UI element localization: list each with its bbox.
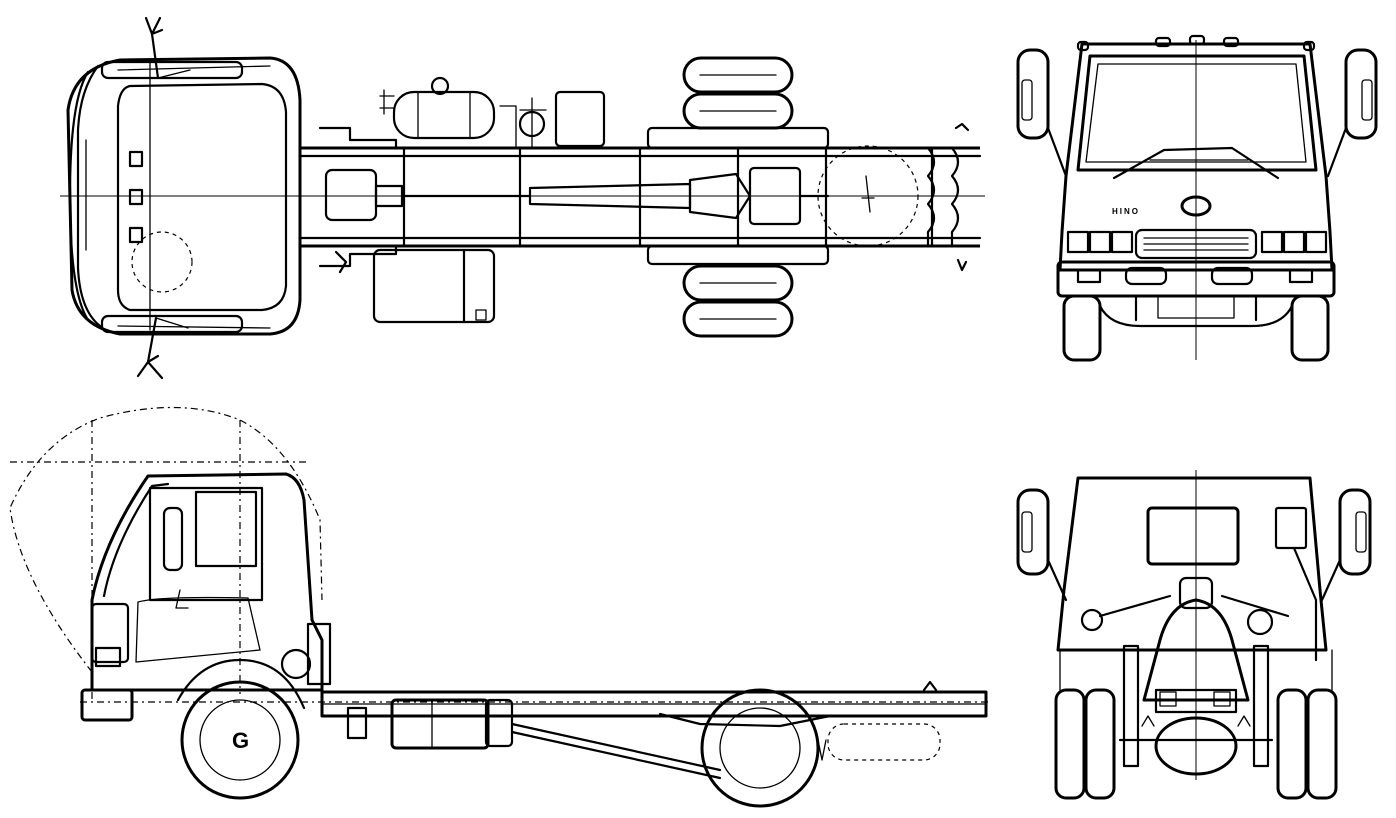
rear-wheel-left-outer xyxy=(1054,688,1086,800)
side-rear-spring xyxy=(658,712,832,728)
side-door-handle xyxy=(175,589,189,609)
rear-wheel-right-inner xyxy=(1276,688,1308,800)
top-fuel-tank xyxy=(372,248,496,324)
side-rear-wheel xyxy=(700,688,820,808)
side-a-pillar xyxy=(102,482,170,598)
side-mirror xyxy=(162,506,184,572)
rear-cab-back xyxy=(1056,476,1328,652)
front-cab-body xyxy=(1058,42,1334,272)
rear-frame-left xyxy=(1122,644,1140,768)
front-logo xyxy=(1180,195,1212,217)
rear-frame-right xyxy=(1252,644,1270,768)
top-spare-tire xyxy=(817,145,919,247)
front-badge-text: HINO xyxy=(1112,207,1140,216)
side-rear-fitting xyxy=(922,680,938,692)
top-rear-wheels-upper xyxy=(646,56,830,150)
front-grille xyxy=(1134,228,1258,260)
front-axle xyxy=(1098,304,1294,328)
top-front-fitting xyxy=(334,250,348,274)
top-mirror-lower xyxy=(136,316,189,380)
front-headlamps-left xyxy=(1066,230,1134,254)
front-wipers xyxy=(1112,146,1280,180)
top-cab xyxy=(66,56,302,336)
side-cab xyxy=(90,472,324,692)
rear-wheel-right-outer xyxy=(1306,688,1338,800)
top-drivetrain xyxy=(324,166,830,226)
side-front-wheel xyxy=(180,680,300,800)
top-view xyxy=(60,16,985,380)
front-headlamps-right xyxy=(1260,230,1328,254)
side-fuel-tank xyxy=(390,698,490,750)
rear-cab-window xyxy=(1146,506,1240,566)
side-tilt-envelope xyxy=(9,406,323,673)
side-battery xyxy=(346,706,368,740)
side-frame-rail xyxy=(320,690,988,718)
side-bumper xyxy=(80,688,134,722)
front-wheel-right xyxy=(1290,294,1330,362)
side-view: G xyxy=(9,406,990,808)
side-door-window xyxy=(194,490,258,568)
front-windshield xyxy=(1076,54,1318,172)
top-air-equipment xyxy=(379,76,606,149)
top-rear-wheels-lower xyxy=(646,244,830,338)
side-front-arch xyxy=(176,658,306,710)
top-mirror-upper xyxy=(144,16,191,80)
side-air-intake xyxy=(280,648,312,680)
front-view: HINO xyxy=(1016,34,1378,362)
front-roof-lights xyxy=(1076,34,1316,52)
rear-mirror-right xyxy=(1320,488,1372,602)
side-spare-tire xyxy=(827,723,941,761)
rear-view xyxy=(1016,470,1372,800)
top-spare-tire-mark xyxy=(861,175,875,213)
rear-differential xyxy=(1154,716,1238,776)
side-door xyxy=(148,486,264,602)
side-g-marker: G xyxy=(232,728,249,753)
front-mirror-left xyxy=(1016,48,1068,178)
side-driveshaft xyxy=(510,722,722,780)
rear-wheel-left-inner xyxy=(1084,688,1116,800)
front-mirror-right xyxy=(1326,48,1378,178)
rear-transmission xyxy=(1142,598,1250,702)
rear-mirror-left xyxy=(1016,488,1068,602)
top-rear-fittings xyxy=(954,122,970,272)
front-wheel-left xyxy=(1062,294,1102,362)
